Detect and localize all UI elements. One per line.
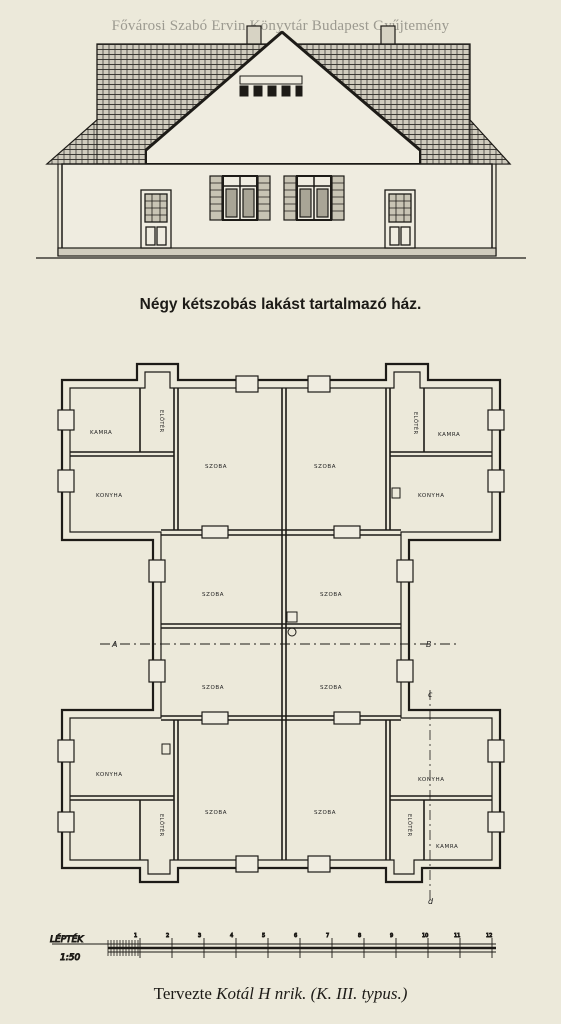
- left-window: [209, 175, 271, 221]
- room-label: SZOBA: [320, 592, 342, 598]
- section-mark-c: c: [428, 690, 433, 699]
- scale-tick-label: 11: [454, 933, 460, 939]
- left-door: [140, 189, 172, 249]
- scale-tick-label: 7: [326, 933, 329, 939]
- scale-tick-label: 5: [262, 933, 265, 939]
- floor-plan: [57, 362, 505, 900]
- house-elevation: [36, 25, 526, 259]
- scale-tick-label: 3: [198, 933, 201, 939]
- room-label: ELŐTÉR: [158, 814, 166, 837]
- room-label: KAMRA: [436, 844, 458, 850]
- room-label: ELŐTÉR: [412, 412, 420, 435]
- elevation-caption: Négy kétszobás lakást tartalmazó ház.: [139, 296, 422, 313]
- right-window: [283, 175, 345, 221]
- room-label: KONYHA: [418, 777, 445, 783]
- designer-name: Kotál H nrik.: [216, 984, 307, 1003]
- section-mark-d: d: [428, 897, 434, 906]
- left-chimney: [246, 25, 262, 47]
- scale-tick-label: 1: [134, 933, 137, 939]
- gable-vents: [239, 75, 303, 97]
- scale-tick-label: 10: [422, 933, 428, 939]
- scale-tick-label: 9: [390, 933, 393, 939]
- room-label: KAMRA: [90, 430, 112, 436]
- room-label: SZOBA: [205, 464, 227, 470]
- scale-tick-label: 8: [358, 933, 361, 939]
- room-labels: KAMRA KONYHA SZOBA SZOBA KAMRA KONYHA SZ…: [90, 410, 460, 850]
- designer-caption: Tervezte Kotál H nrik. (K. III. typus.): [0, 984, 561, 1004]
- room-label: KAMRA: [438, 432, 460, 438]
- scale-title: LÉPTÉK: [50, 933, 84, 945]
- scale-tick-label: 4: [230, 933, 233, 939]
- room-label: SZOBA: [314, 810, 336, 816]
- section-mark-a: A: [111, 640, 117, 649]
- room-label: SZOBA: [320, 685, 342, 691]
- scale-tick-label: 2: [166, 933, 169, 939]
- section-mark-b: B: [426, 640, 432, 649]
- room-label: KONYHA: [418, 493, 445, 499]
- room-label: SZOBA: [202, 592, 224, 598]
- right-chimney: [380, 25, 396, 47]
- room-label: ELŐTÉR: [406, 814, 414, 837]
- room-label: SZOBA: [314, 464, 336, 470]
- scale-tick-label: 6: [294, 933, 297, 939]
- plan-type: (K. III. typus.): [310, 984, 408, 1003]
- stoves: [161, 487, 401, 755]
- designer-prefix: Tervezte: [153, 984, 217, 1003]
- interior-walls: [70, 388, 492, 860]
- archive-watermark: Fővárosi Szabó Ervin Könyvtár Budapest G…: [111, 18, 450, 34]
- room-label: ELŐTÉR: [158, 410, 166, 433]
- window-marks: [57, 375, 505, 873]
- right-door: [384, 189, 416, 249]
- scale-ratio: 1:50: [60, 953, 80, 963]
- room-label: KONYHA: [96, 772, 123, 778]
- room-label: SZOBA: [202, 685, 224, 691]
- room-label: KONYHA: [96, 493, 123, 499]
- scale-tick-label: 12: [486, 933, 492, 939]
- facade-wall: [61, 163, 493, 251]
- room-label: SZOBA: [205, 810, 227, 816]
